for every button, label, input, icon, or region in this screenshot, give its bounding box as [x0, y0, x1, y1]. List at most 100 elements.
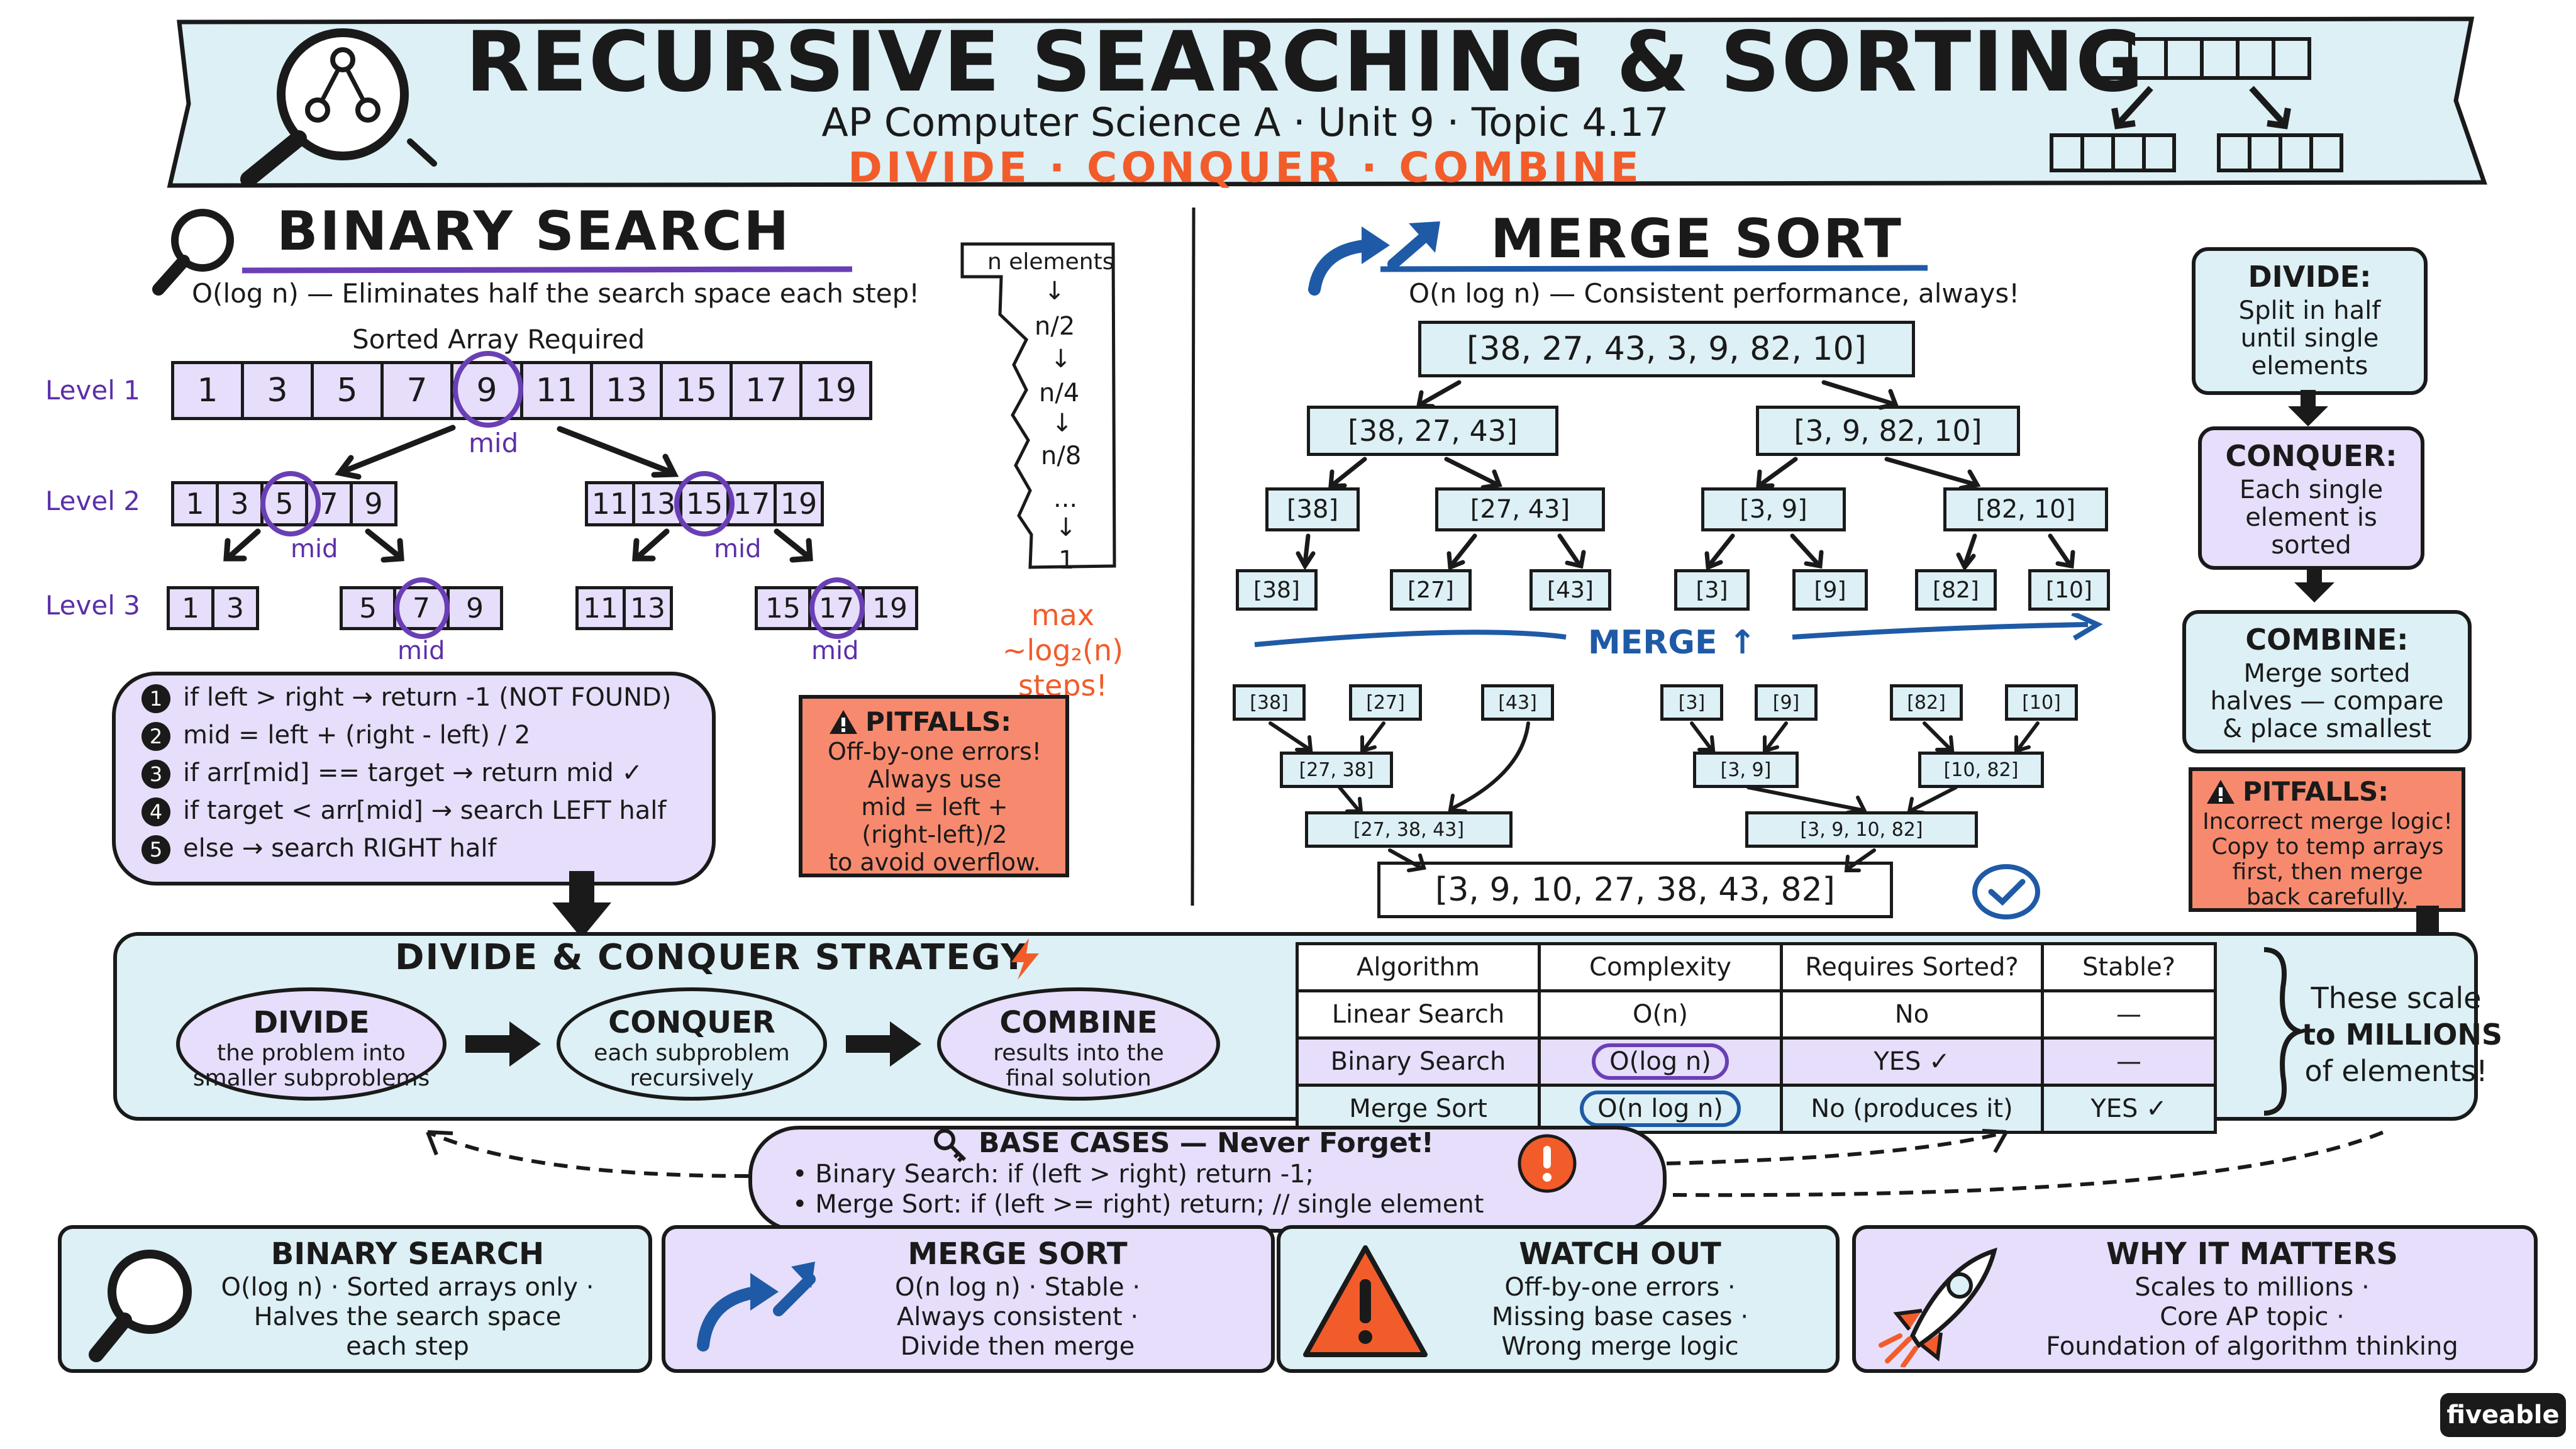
strategy-conquer: CONQUER each subproblem recursively: [557, 987, 827, 1101]
merge-leaf: [3]: [1674, 569, 1750, 611]
table-cell: Binary Search: [1296, 1036, 1541, 1087]
merge-single: [82]: [1890, 684, 1963, 721]
array-cell: 1: [171, 361, 244, 420]
array-cell: 17: [730, 361, 802, 420]
mid-highlight: [394, 577, 450, 639]
steps-arrow: ↓: [1052, 409, 1073, 438]
strategy-stage-line: each subproblem: [594, 1040, 790, 1066]
array-cell: 11: [585, 481, 635, 526]
down-arrow-icon: [2294, 566, 2334, 602]
level-2-label: Level 2: [45, 486, 140, 516]
summary-card-line: Scales to millions ·: [2135, 1273, 2370, 1302]
phase-divide: DIVIDE: Split in half until single eleme…: [2192, 247, 2428, 395]
right-arrow-icon: [846, 1021, 921, 1067]
sorted-array-note: Sorted Array Required: [352, 324, 645, 355]
algorithm-step: if target < arr[mid] → search LEFT half: [183, 796, 667, 825]
array-cell: 3: [211, 586, 259, 630]
summary-card-title: WHY IT MATTERS: [2106, 1236, 2398, 1272]
merge-result: [3, 9, 10, 27, 38, 43, 82]: [1377, 862, 1893, 918]
header-banner: [167, 16, 2487, 188]
array-cell: 3: [216, 481, 264, 526]
array-cell: 7: [380, 361, 453, 420]
pitfalls-line: Copy to temp arrays: [2211, 834, 2444, 860]
summary-card-line: Foundation of algorithm thinking: [2046, 1332, 2458, 1361]
summary-card-line: Wrong merge logic: [1501, 1332, 1739, 1361]
phase-line: & place smallest: [2223, 714, 2431, 743]
table-row: Merge Sort O(n log n) No (produces it) Y…: [1296, 1084, 2217, 1134]
merge-single: [38]: [1233, 684, 1306, 721]
phase-line: sorted: [2271, 531, 2351, 560]
array-cell: 15: [660, 361, 733, 420]
check-circle-icon: [1972, 864, 2040, 919]
phase-line: halves — compare: [2210, 687, 2444, 716]
array-cell: 15: [755, 586, 811, 630]
merge-leaf: [9]: [1792, 569, 1868, 611]
table-cell: Merge Sort: [1296, 1084, 1541, 1134]
phase-line: element is: [2245, 503, 2377, 532]
mid-highlight: [674, 471, 735, 536]
strategy-stage-line: final solution: [1006, 1065, 1152, 1091]
step-number: 1: [142, 684, 170, 713]
mid-label: mid: [397, 636, 445, 665]
summary-card-line: Divide then merge: [900, 1332, 1135, 1361]
strategy-title: DIVIDE & CONQUER STRATEGY: [395, 937, 1028, 978]
array-cell: 9: [350, 481, 397, 526]
warning-icon: [2207, 780, 2235, 804]
phase-title: CONQUER:: [2225, 439, 2397, 473]
scale-note-line: to MILLIONS: [2302, 1018, 2502, 1052]
summary-card-title: BINARY SEARCH: [270, 1236, 545, 1272]
scale-note-line: of elements!: [2304, 1054, 2488, 1088]
summary-card-line: O(log n) · Sorted arrays only ·: [221, 1273, 594, 1302]
binary-level-arrows: [223, 425, 813, 563]
step-number: 3: [142, 760, 170, 789]
algorithm-step: if left > right → return -1 (NOT FOUND): [183, 683, 672, 712]
steps-n-2: n/2: [1035, 312, 1075, 341]
summary-card-merge: MERGE SORT O(n log n) · Stable · Always …: [662, 1225, 1275, 1373]
merge-label: MERGE ↑: [1588, 624, 1757, 662]
merge-leaf: [38]: [1236, 569, 1318, 611]
mid-highlight: [453, 351, 523, 428]
merge-split: [38]: [1265, 487, 1360, 531]
algorithm-step: mid = left + (right - left) / 2: [183, 721, 531, 750]
pitfalls-line: first, then merge: [2232, 859, 2423, 885]
lightning-icon: [1011, 938, 1039, 980]
level-3-label: Level 3: [45, 590, 140, 621]
magnifier-icon: [152, 209, 234, 296]
summary-card-why-it-matters: WHY IT MATTERS Scales to millions · Core…: [1852, 1225, 2538, 1373]
algorithm-step: if arr[mid] == target → return mid ✓: [183, 758, 643, 787]
table-cell: —: [2041, 1036, 2217, 1087]
page-title: RECURSIVE SEARCHING & SORTING: [465, 14, 2145, 111]
table-cell: YES ✓: [2041, 1084, 2217, 1134]
section-divider: [1191, 208, 1196, 906]
algorithm-cloud: [112, 672, 716, 886]
array-cell: 13: [623, 586, 673, 630]
summary-card-title: MERGE SORT: [908, 1236, 1128, 1272]
merge-pair: [10, 82]: [1918, 752, 2044, 788]
summary-card-line: each step: [346, 1332, 469, 1361]
pitfalls-line: Always use: [867, 765, 1002, 793]
array-split-icon: [2050, 37, 2343, 172]
binary-pitfalls-note: PITFALLS: Off-by-one errors! Always use …: [799, 695, 1069, 877]
merge-split: [38, 27, 43]: [1307, 406, 1558, 456]
summary-card-line: Always consistent ·: [896, 1302, 1139, 1331]
array-cell: 9: [447, 586, 503, 630]
table-header: Requires Sorted?: [1780, 942, 2044, 992]
summary-card-line: O(n log n) · Stable ·: [894, 1273, 1141, 1302]
strategy-stage-title: CONQUER: [608, 1005, 775, 1040]
mid-label: mid: [469, 428, 519, 458]
merge-triple: [27, 38, 43]: [1305, 811, 1513, 848]
mid-highlight: [809, 577, 865, 639]
pitfalls-line: mid = left +: [861, 793, 1008, 821]
sort-arrows-icon: [697, 1262, 816, 1352]
phase-title: DIVIDE:: [2248, 260, 2372, 294]
merge-pair: [27, 38]: [1280, 752, 1393, 788]
merge-single: [10]: [2005, 684, 2078, 721]
summary-card-line: Halves the search space: [253, 1302, 562, 1331]
key-icon: [934, 1129, 967, 1163]
merge-title-underline: [1380, 265, 1928, 272]
steps-n: n elements: [987, 249, 1114, 275]
mid-highlight: [260, 471, 321, 536]
down-arrow-icon: [2288, 390, 2328, 426]
base-cases-title: BASE CASES — Never Forget!: [979, 1127, 1434, 1159]
algorithm-step: else → search RIGHT half: [183, 834, 497, 863]
